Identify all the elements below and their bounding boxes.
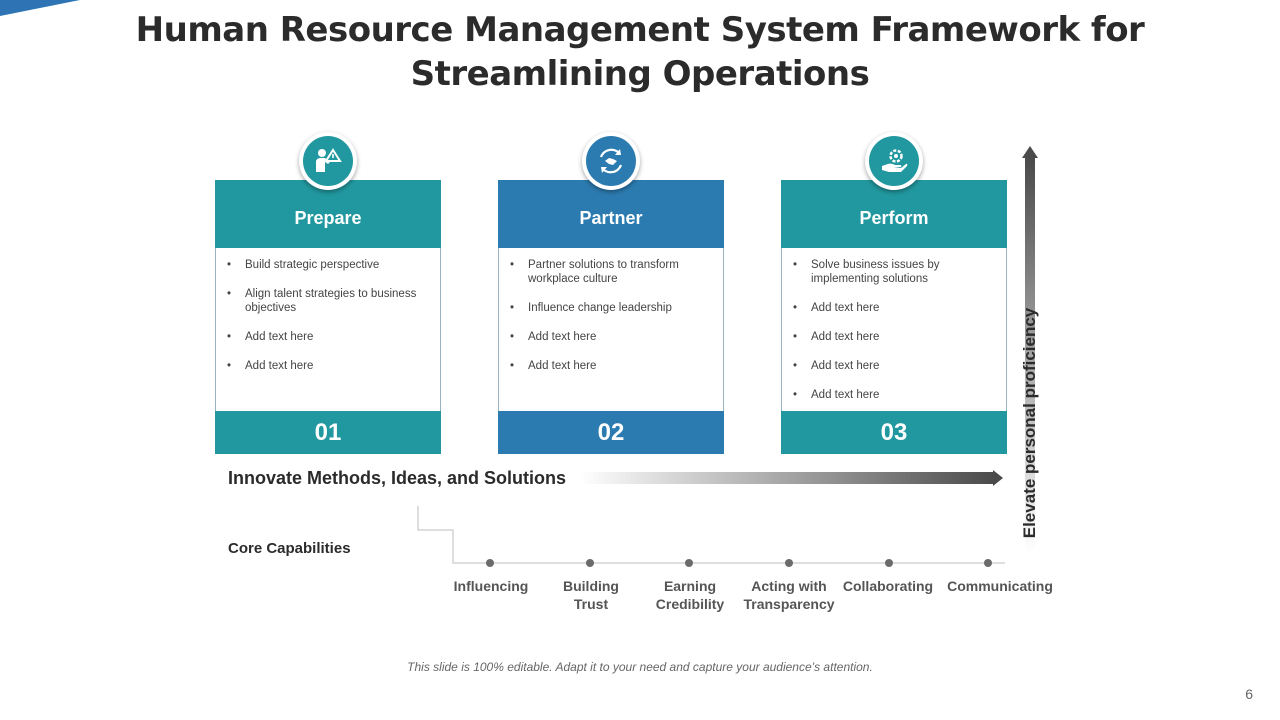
- timeline-dot: [586, 559, 594, 567]
- horizontal-axis-label: Innovate Methods, Ideas, and Solutions: [228, 468, 567, 488]
- timeline-dot: [486, 559, 494, 567]
- card-number: 01: [215, 411, 441, 454]
- card-prepare: Prepare Build strategic perspective Alig…: [215, 132, 441, 454]
- capability-label: Building Trust: [563, 578, 619, 612]
- title-line-1: Human Resource Management System Framewo…: [135, 10, 1145, 50]
- card-bullet-list: Solve business issues by implementing so…: [793, 258, 995, 417]
- list-item: Add text here: [510, 330, 712, 344]
- footer-note: This slide is 100% editable. Adapt it to…: [407, 660, 873, 674]
- list-item: Add text here: [793, 301, 995, 315]
- arrow-right-icon: [993, 470, 1003, 486]
- card-partner: Partner Partner solutions to transform w…: [498, 132, 724, 454]
- card-header: Perform: [781, 180, 1007, 248]
- list-item: Add text here: [227, 359, 429, 373]
- list-item: Solve business issues by implementing so…: [793, 258, 995, 286]
- timeline-dot: [885, 559, 893, 567]
- icon-badge: [582, 132, 640, 190]
- card-number: 03: [781, 411, 1007, 454]
- card-bullet-list: Build strategic perspective Align talent…: [227, 258, 429, 388]
- capability-label: Acting with Transparency: [743, 578, 835, 612]
- card-perform: Perform Solve business issues by impleme…: [781, 132, 1007, 454]
- card-header: Prepare: [215, 180, 441, 248]
- card-bullet-list: Partner solutions to transform workplace…: [510, 258, 712, 388]
- person-presentation-icon: [316, 148, 342, 172]
- corner-accent: [0, 0, 80, 16]
- horizontal-arrow: [580, 472, 995, 484]
- list-item: Partner solutions to transform workplace…: [510, 258, 712, 286]
- list-item: Influence change leadership: [510, 301, 712, 315]
- icon-badge: [865, 132, 923, 190]
- capability-label: Communicating: [947, 578, 1053, 594]
- core-capabilities-label: Core Capabilities: [228, 540, 351, 557]
- icon-badge: [299, 132, 357, 190]
- vertical-arrow: [1025, 158, 1035, 553]
- timeline-dot: [984, 559, 992, 567]
- list-item: Add text here: [793, 388, 995, 402]
- arrow-up-icon: [1022, 146, 1038, 158]
- title-line-2: Streamlining Operations: [410, 54, 870, 94]
- slide-title: Human Resource Management System Framewo…: [60, 8, 1220, 96]
- list-item: Add text here: [793, 330, 995, 344]
- capability-label: Influencing: [453, 578, 529, 594]
- handshake-cycle-icon: [599, 148, 623, 174]
- list-item: Add text here: [227, 330, 429, 344]
- list-item: Align talent strategies to business obje…: [227, 287, 429, 315]
- card-header: Partner: [498, 180, 724, 248]
- hand-gear-icon: [882, 149, 908, 172]
- page-number: 6: [1245, 686, 1253, 702]
- timeline-dot: [685, 559, 693, 567]
- capability-label: Collaborating: [842, 578, 934, 594]
- list-item: Add text here: [793, 359, 995, 373]
- timeline-dot: [785, 559, 793, 567]
- list-item: Add text here: [510, 359, 712, 373]
- capability-label: Earning Credibility: [655, 578, 725, 612]
- list-item: Build strategic perspective: [227, 258, 429, 272]
- card-number: 02: [498, 411, 724, 454]
